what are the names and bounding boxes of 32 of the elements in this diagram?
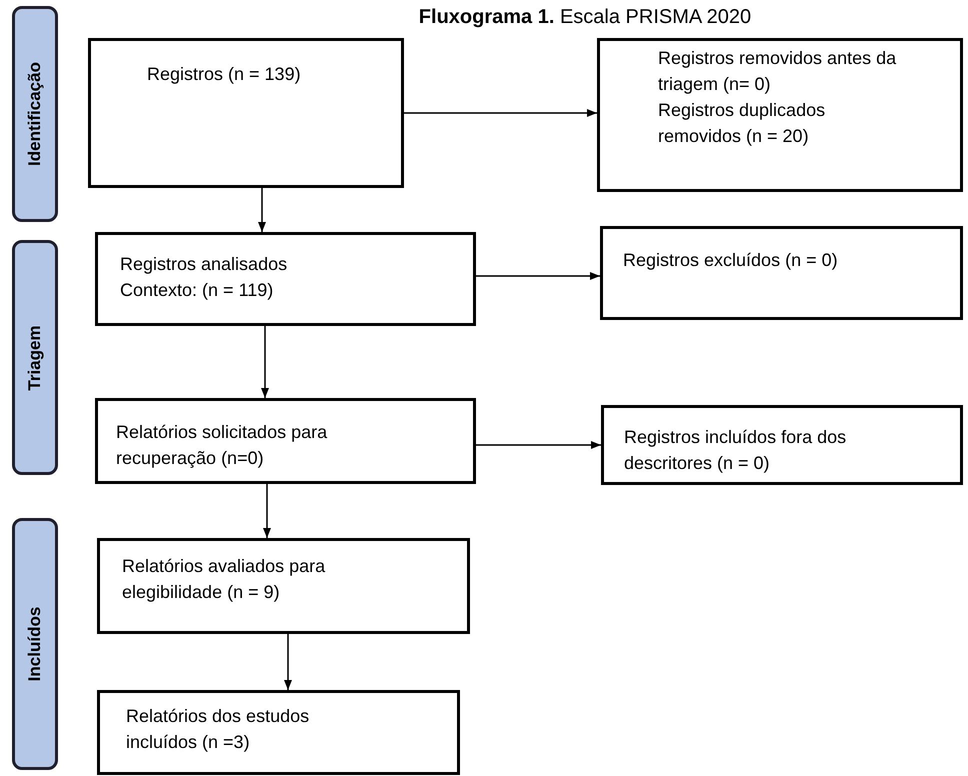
- process-box: [597, 38, 963, 192]
- arrow: [258, 188, 266, 232]
- stage-label: Triagem: [25, 324, 45, 390]
- arrow: [404, 109, 597, 117]
- box-text: Relatórios dos estudos incluídos (n =3): [126, 705, 310, 754]
- arrow: [263, 484, 271, 538]
- process-box: [600, 226, 963, 320]
- process-box: [88, 38, 404, 188]
- box-text: Registros incluídos fora dos descritores (n = 0): [624, 426, 848, 475]
- process-box: [601, 405, 963, 485]
- stage-label: Identificação: [25, 62, 45, 166]
- process-box: [95, 398, 476, 484]
- process-box: [97, 538, 470, 634]
- box-text: Relatórios solicitados para recuperação (n=0): [116, 421, 328, 470]
- stage-band: [12, 518, 58, 770]
- diagram-title: Fluxograma 1. Escala PRISMA 2020: [418, 6, 752, 29]
- arrow: [284, 634, 292, 690]
- box-text: Registros duplicados removidos (n = 20): [658, 99, 826, 148]
- process-box: [95, 232, 476, 326]
- process-box: [97, 690, 460, 775]
- box-text: Registros excluídos (n = 0): [623, 249, 839, 272]
- box-text: Relatórios avaliados para elegibilidade (n = 9): [122, 555, 326, 604]
- box-text: Contexto: (n = 119): [120, 279, 274, 302]
- arrow: [261, 326, 269, 398]
- box-text: Registros (n = 139): [147, 63, 302, 86]
- stage-label: Incluídos: [25, 606, 45, 682]
- arrow: [476, 441, 601, 449]
- stage-band: [12, 240, 58, 475]
- arrow: [476, 272, 600, 280]
- box-text: Registros removidos antes da triagem (n= 0): [658, 47, 898, 96]
- stage-band: [12, 6, 58, 222]
- box-text: Registros analisados: [120, 253, 288, 276]
